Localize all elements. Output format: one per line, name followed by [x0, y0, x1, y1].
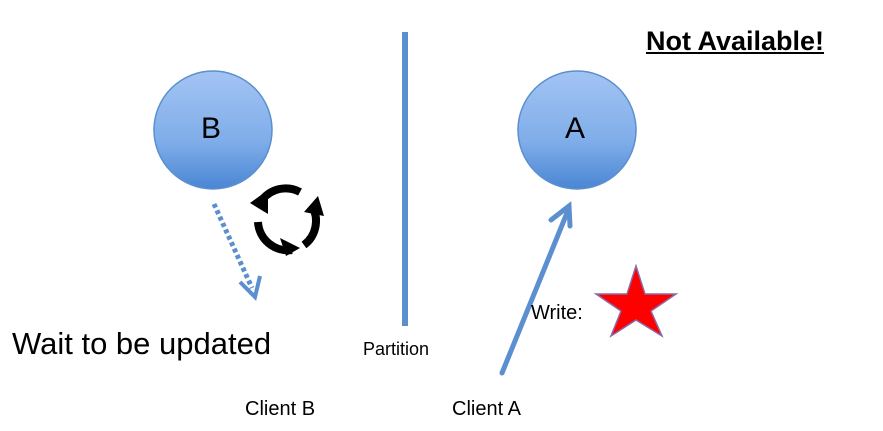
dotted-update-arrow [211, 202, 262, 301]
partition-label: Partition [363, 339, 430, 359]
client-b-label: Client B [245, 398, 316, 420]
node-a-label: A [565, 112, 586, 145]
node-b-circle [153, 70, 273, 190]
not-available-title: Not Available! [646, 26, 825, 56]
write-arrow [499, 201, 573, 376]
star-icon [593, 263, 679, 338]
node-a-circle [517, 70, 637, 190]
wait-label: Wait to be updated [12, 326, 272, 361]
client-a-label: Client A [452, 398, 521, 420]
node-b-label: B [201, 112, 222, 145]
write-label: Write: [531, 302, 583, 324]
sync-cycle-icon [250, 184, 324, 256]
